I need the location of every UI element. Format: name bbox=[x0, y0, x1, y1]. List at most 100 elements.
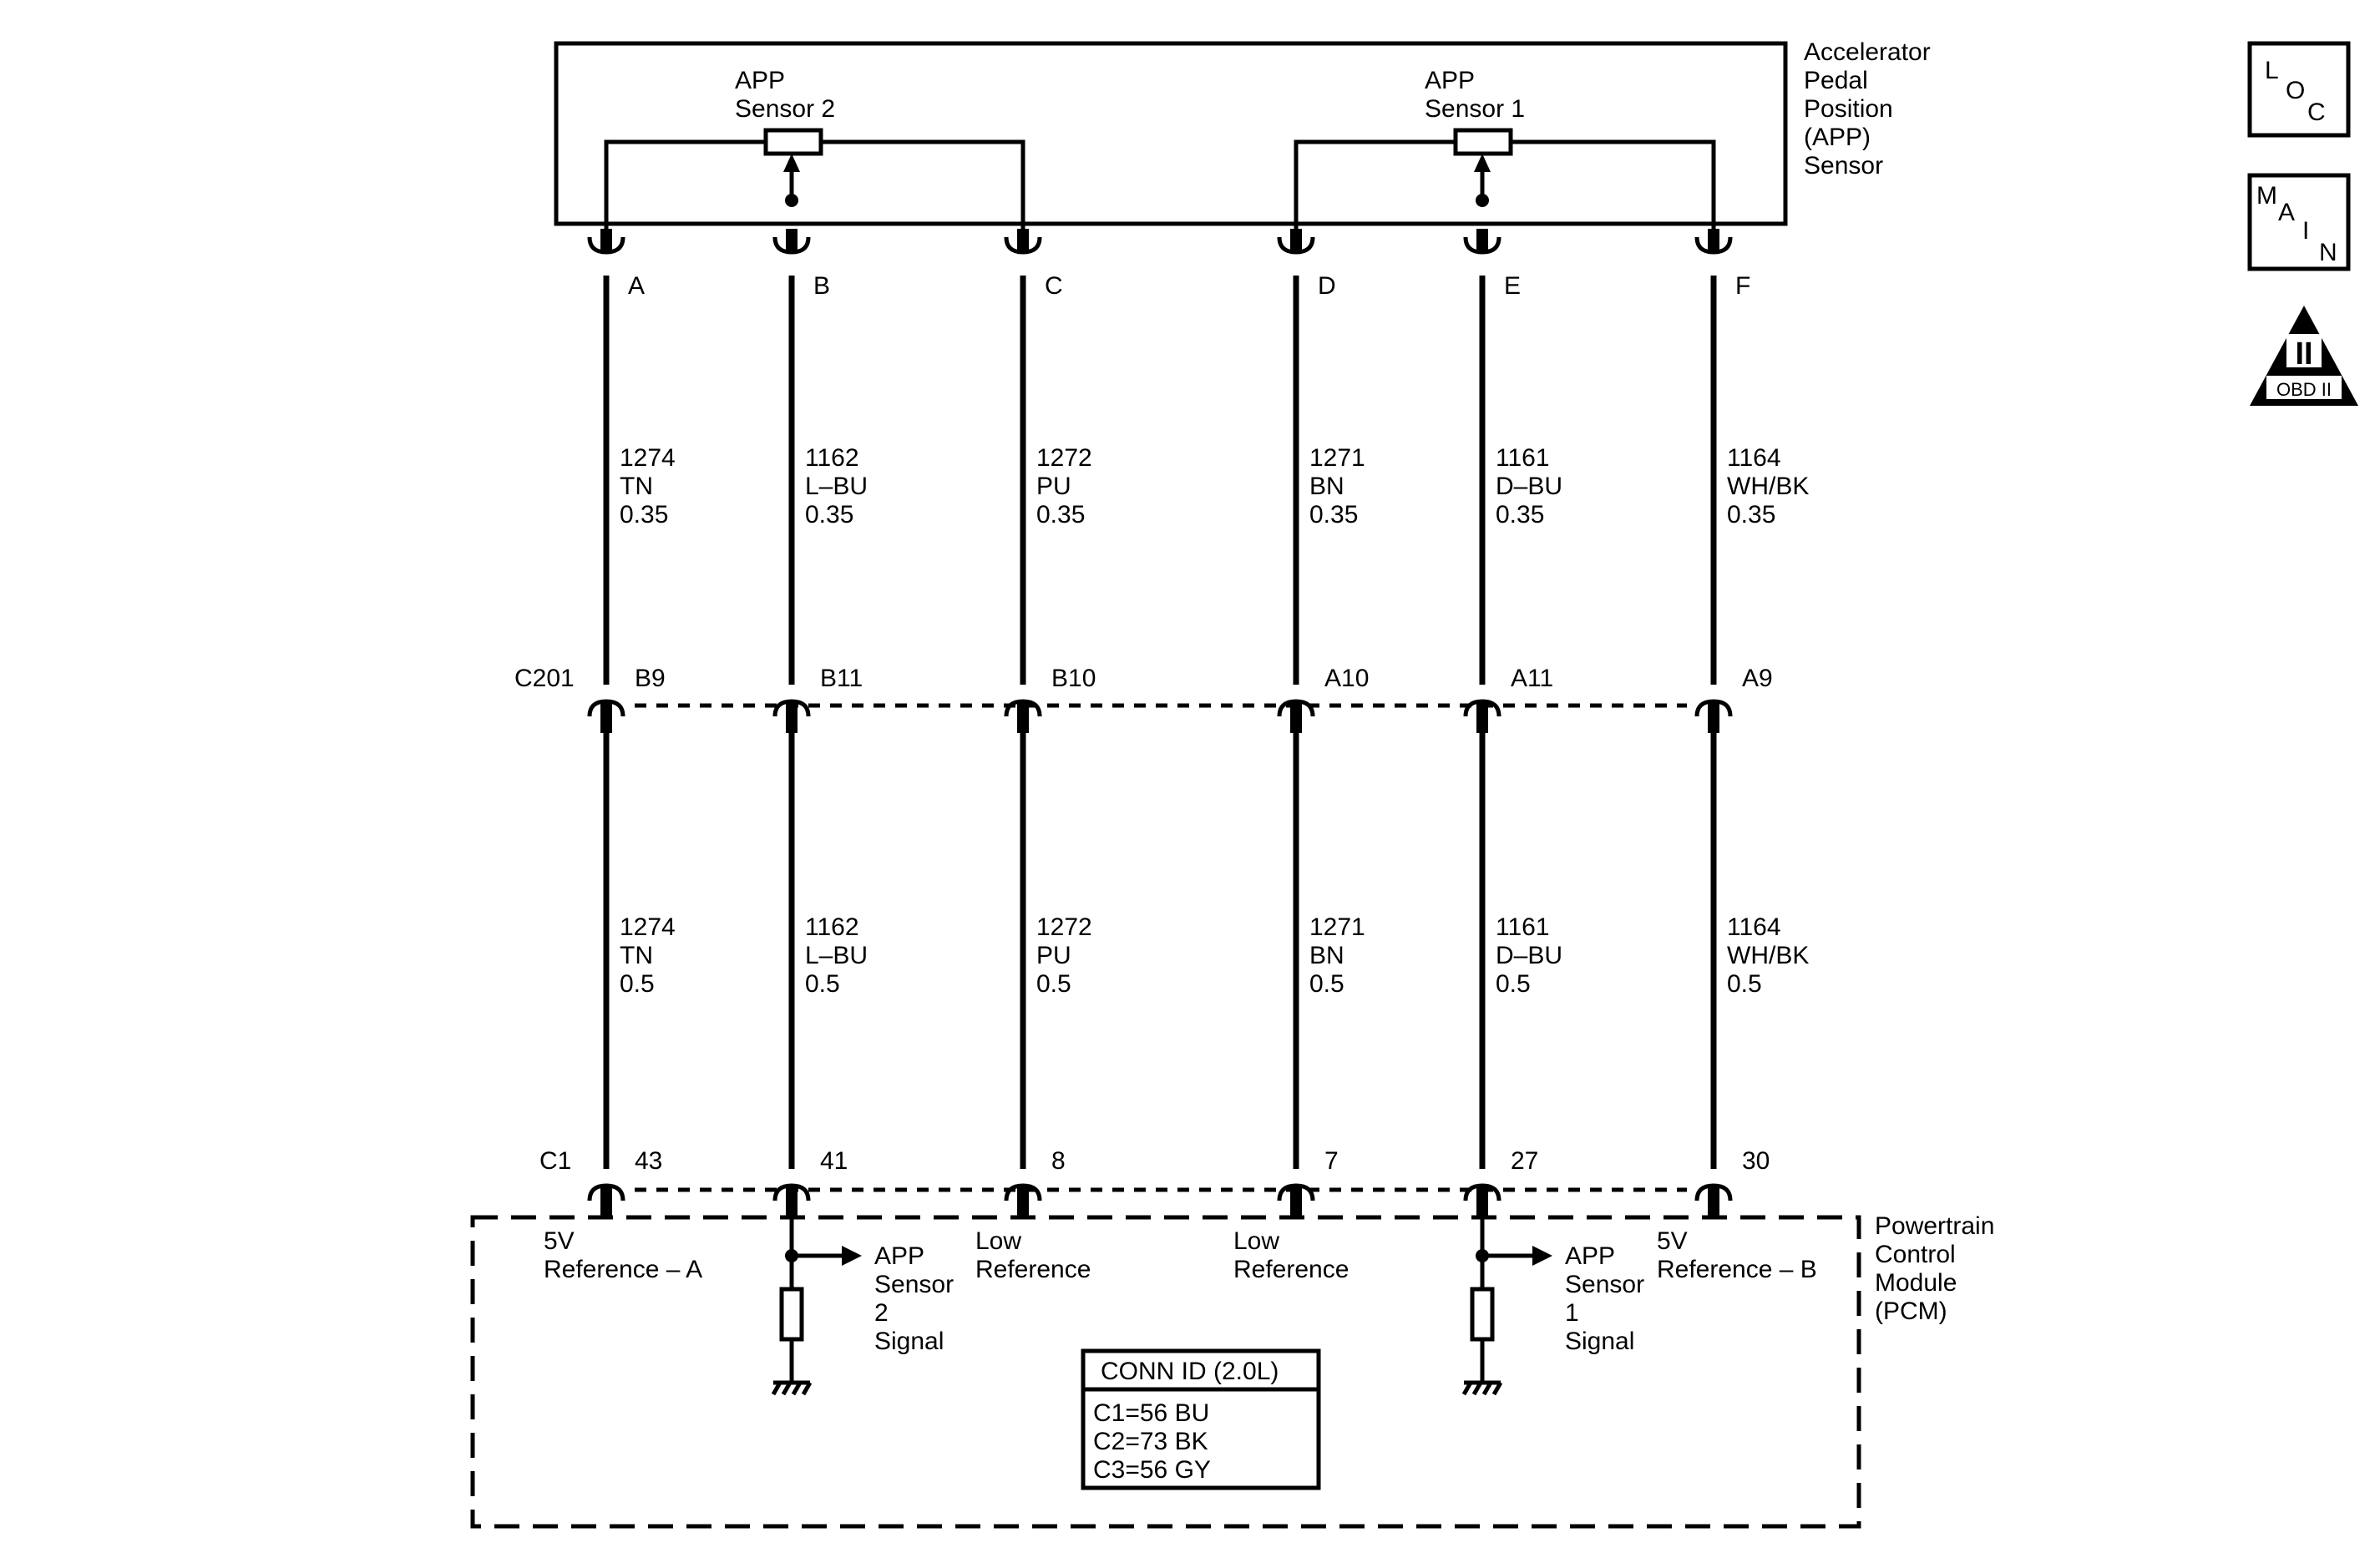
splice-dot bbox=[785, 1249, 798, 1262]
wire-label-upper: 1272 bbox=[1036, 444, 1092, 472]
loc-letter: O bbox=[2286, 77, 2305, 104]
splice-dot bbox=[1476, 1249, 1489, 1262]
obd-label: OBD II bbox=[2276, 379, 2332, 400]
wire-label-lower: 1164 bbox=[1727, 913, 1781, 941]
c201-pin-label: B9 bbox=[635, 665, 666, 692]
terminal-pin bbox=[600, 711, 612, 733]
pcm-pin-label: 30 bbox=[1742, 1147, 1770, 1175]
app-sensor-1-label-line: APP bbox=[1425, 67, 1475, 94]
wire-label-lower: 0.5 bbox=[1496, 970, 1531, 998]
pcm-function-label: 1 bbox=[1565, 1299, 1579, 1327]
ground-icon bbox=[1461, 1380, 1503, 1396]
wire-label-lower: BN bbox=[1309, 942, 1344, 969]
pcm-function-label: 2 bbox=[874, 1299, 889, 1327]
pcm-function-label: Low bbox=[975, 1227, 1021, 1255]
pcm-pin-label: 43 bbox=[635, 1147, 662, 1175]
wire-runs bbox=[603, 276, 1717, 1169]
pcm-pin-label: 7 bbox=[1324, 1147, 1339, 1175]
loc-icon[interactable]: L O C bbox=[2247, 41, 2351, 138]
pcm-function-label: Sensor bbox=[1565, 1271, 1644, 1298]
app-sensor-1-label: APP Sensor 1 bbox=[1425, 67, 1525, 123]
terminal-icon bbox=[772, 229, 811, 255]
pcm-function-label: Reference bbox=[1233, 1256, 1349, 1283]
terminal-pin bbox=[1017, 711, 1029, 733]
resistor-icon bbox=[1470, 1287, 1495, 1342]
wire-label-lower: 1162 bbox=[805, 913, 859, 941]
loc-letter: C bbox=[2307, 99, 2326, 126]
terminal-icon bbox=[587, 229, 625, 255]
main-letter: N bbox=[2319, 239, 2337, 266]
obd-ii-icon[interactable]: II OBD II bbox=[2250, 306, 2358, 406]
wiper-arrow-icon bbox=[783, 154, 800, 172]
terminal-pin bbox=[1476, 1196, 1488, 1217]
wire-label-lower: TN bbox=[620, 942, 653, 969]
circuit-labels: A1274TN0.35B91274TN0.543B1162L–BU0.35B11… bbox=[620, 272, 1809, 1175]
pcm-label-line: (PCM) bbox=[1875, 1297, 1947, 1325]
wire-label-upper: 1164 bbox=[1727, 444, 1781, 472]
connector-terminals bbox=[587, 229, 1733, 1217]
app-sensor-label-line: (APP) bbox=[1804, 124, 1871, 151]
sensor-pin-label: C bbox=[1045, 272, 1063, 300]
app-sensor-2-label-line: APP bbox=[735, 67, 785, 94]
wiper-arrow-icon bbox=[1474, 154, 1491, 172]
resistor-icon bbox=[763, 128, 823, 156]
sensor-pin-label: D bbox=[1318, 272, 1336, 300]
wire-label-upper: 1274 bbox=[620, 444, 676, 472]
pcm-function-label: Reference bbox=[975, 1256, 1091, 1283]
terminal-pin bbox=[1476, 711, 1488, 733]
sensor-pin-label: E bbox=[1504, 272, 1521, 300]
main-icon[interactable]: M A I N bbox=[2247, 173, 2351, 271]
wire-label-lower: WH/BK bbox=[1727, 942, 1809, 969]
wire-label-lower: 0.5 bbox=[620, 970, 655, 998]
obd-numeral: II bbox=[2295, 336, 2312, 372]
c201-connector-name: C201 bbox=[514, 665, 575, 692]
sensor-pin-label: A bbox=[628, 272, 645, 300]
wire-label-lower: D–BU bbox=[1496, 942, 1562, 969]
wire-label-upper: PU bbox=[1036, 473, 1071, 500]
resistor-icon bbox=[779, 1287, 804, 1342]
pcm-module-outline bbox=[470, 1215, 1861, 1529]
pcm-function-label: 5V bbox=[1657, 1227, 1688, 1255]
wire-label-upper: WH/BK bbox=[1727, 473, 1809, 500]
wire-label-upper: 0.35 bbox=[1309, 501, 1358, 529]
wire-label-upper: L–BU bbox=[805, 473, 868, 500]
c1-connector-name: C1 bbox=[539, 1147, 571, 1175]
conn-id-row: C3=56 GY bbox=[1093, 1456, 1211, 1484]
c201-pin-label: A9 bbox=[1742, 665, 1773, 692]
conn-id-row: C1=56 BU bbox=[1093, 1399, 1209, 1427]
wire-label-upper: 0.35 bbox=[805, 501, 853, 529]
resistor-icon bbox=[1453, 128, 1513, 156]
wire-label-upper: 1162 bbox=[805, 444, 859, 472]
app-sensor-label-line: Position bbox=[1804, 95, 1893, 123]
splice-dot bbox=[785, 194, 798, 207]
main-letter: I bbox=[2302, 217, 2309, 245]
conn-id-table: CONN ID (2.0L) C1=56 BU C2=73 BK C3=56 G… bbox=[1081, 1348, 1321, 1490]
pcm-function-label: Sensor bbox=[874, 1271, 954, 1298]
terminal-pin bbox=[1708, 1196, 1719, 1217]
wire-label-lower: 0.5 bbox=[1727, 970, 1762, 998]
wire-label-lower: PU bbox=[1036, 942, 1071, 969]
app-sensor-label-line: Pedal bbox=[1804, 67, 1868, 94]
pcm-pin-label: 27 bbox=[1511, 1147, 1538, 1175]
app-sensor-label-line: Sensor bbox=[1804, 152, 1883, 180]
conn-id-frame bbox=[1081, 1348, 1321, 1490]
pcm-function-label: Reference – A bbox=[544, 1256, 702, 1283]
wire-label-upper: 0.35 bbox=[620, 501, 668, 529]
wire-label-upper: TN bbox=[620, 473, 653, 500]
pcm-function-label: APP bbox=[1565, 1242, 1615, 1270]
sensor-pin-label: B bbox=[813, 272, 830, 300]
main-letter: M bbox=[2256, 182, 2277, 210]
pcm-label: Powertrain Control Module (PCM) bbox=[1875, 1212, 1994, 1325]
wire-label-upper: D–BU bbox=[1496, 473, 1562, 500]
terminal-pin bbox=[786, 711, 798, 733]
terminal-icon bbox=[1463, 229, 1501, 255]
pcm-label-line: Control bbox=[1875, 1241, 1956, 1268]
arrow-icon bbox=[842, 1246, 862, 1266]
loc-letter: L bbox=[2265, 57, 2279, 84]
wire-label-upper: 1161 bbox=[1496, 444, 1550, 472]
app-sensor-2-label-line: Sensor 2 bbox=[735, 95, 835, 123]
app-sensor-1-label-line: Sensor 1 bbox=[1425, 95, 1525, 123]
terminal-icon bbox=[1004, 229, 1042, 255]
pcm-function-label: Low bbox=[1233, 1227, 1279, 1255]
